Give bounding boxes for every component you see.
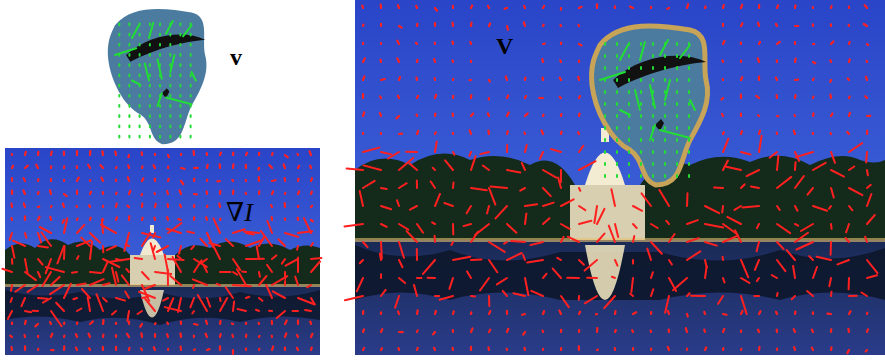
- composite-photo: [355, 0, 885, 355]
- pasted-content: [613, 56, 706, 131]
- gradient-label: ∇I: [226, 200, 253, 226]
- pasted-region: [592, 26, 708, 185]
- vector-field: [2, 4, 877, 354]
- guidance-field: [115, 21, 695, 177]
- patch-label: v: [230, 45, 242, 69]
- field-label: V: [496, 34, 513, 58]
- source-photo: [5, 148, 320, 355]
- source-patch: [108, 9, 207, 144]
